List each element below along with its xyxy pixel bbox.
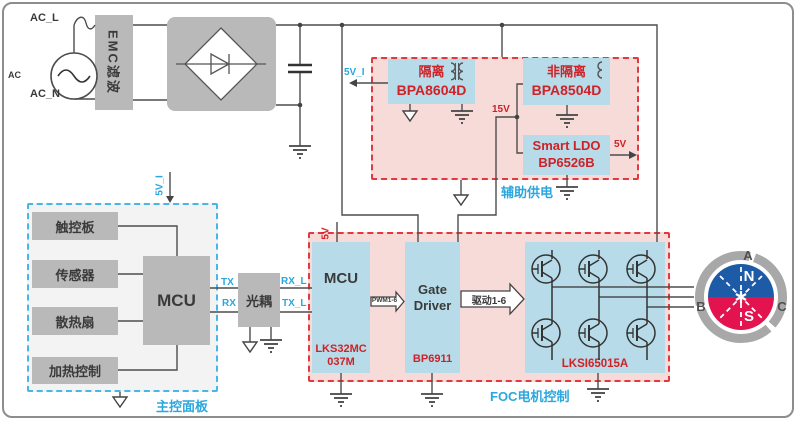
arrowheads (166, 79, 637, 203)
ac-l-label: AC_L (30, 12, 59, 24)
noniso-tag: 非隔离 (546, 63, 586, 79)
earth-ground-icon (556, 114, 578, 128)
earth-ground-icon (451, 110, 473, 124)
rx-l-label: RX_L (281, 276, 307, 287)
earth-ground-icon (421, 393, 443, 407)
phase-a-label: A (743, 248, 753, 263)
gate-driver-name2: Driver (413, 297, 452, 313)
aux-15v-label: 15V (492, 104, 510, 115)
gate-driver-part: BP6911 (412, 353, 453, 366)
tx-label: TX (221, 277, 234, 288)
foc-mcu-part2: 037M (327, 356, 355, 369)
aux-5vi-label: 5V_I (344, 67, 365, 78)
signal-ground-icon (111, 396, 129, 409)
foc-region-title: FOC电机控制 (490, 389, 570, 404)
igbt-icon (531, 318, 561, 348)
iso-tag: 隔离 (418, 63, 445, 79)
emc-filter-label: EMC滤波 (105, 30, 121, 95)
drive-bus-label: 驱动1-6 (471, 296, 507, 307)
main-mcu-box: MCU (143, 256, 210, 345)
arrow-down-icon (166, 196, 174, 203)
chip-bp6526b: Smart LDO BP6526B (523, 135, 610, 175)
earth-ground-icon (587, 388, 609, 402)
signal-ground-icons (111, 110, 470, 409)
pwm-bus-label: PWM1-6 (371, 297, 398, 304)
rotor-center-star (735, 291, 747, 303)
chip-bpa8604d: 隔离 BPA8604D (388, 59, 475, 104)
phase-c-label: C (777, 299, 787, 314)
main-region-title: 主控面板 (156, 399, 209, 414)
rectifier-diode-icon (176, 27, 266, 101)
signal-ground-icon (401, 110, 419, 123)
peripheral-touchpad: 触控板 (32, 212, 118, 240)
inductor-icon (597, 61, 603, 79)
foc-mcu-name: MCU (323, 270, 359, 287)
iso-part: BPA8604D (396, 81, 467, 98)
transformer-icon (450, 62, 464, 81)
outer-border (2, 2, 794, 418)
ac-label: AC (8, 70, 21, 80)
arrow-right-icon (629, 151, 637, 159)
motor-icon (695, 251, 787, 343)
wires (73, 16, 694, 397)
optocoupler-box: 光耦 (238, 273, 280, 327)
stator-ring (695, 251, 787, 343)
rx-label: RX (222, 298, 236, 309)
ac-source-icon (50, 52, 98, 100)
peripheral-label: 触控板 (55, 219, 95, 235)
earth-ground-icons (260, 110, 609, 407)
junction-dots (297, 22, 520, 120)
chip-bpa8504d: 非隔离 BPA8504D (523, 58, 610, 105)
optocoupler-label: 光耦 (245, 293, 272, 309)
foc-5v-label: 5V (320, 227, 332, 240)
phase-b-label: B (696, 299, 706, 314)
igbt-icon (578, 254, 608, 284)
igbt-transistors (531, 250, 656, 360)
igbt-icon (626, 318, 656, 348)
gate-driver-name1: Gate (418, 282, 447, 297)
peripheral-label: 加热控制 (48, 364, 101, 379)
ac-n-label: AC_N (30, 88, 60, 100)
earth-ground-icon (330, 393, 352, 407)
peripheral-heater: 加热控制 (32, 357, 118, 384)
arrow-left-icon (349, 79, 357, 87)
chip-foc-mcu: MCU LKS32MC 037M (312, 242, 370, 373)
igbt-icon (626, 254, 656, 284)
peripheral-label: 散热扇 (55, 314, 95, 330)
capacitor-icon (288, 63, 312, 74)
signal-ground-icon (241, 341, 259, 354)
peripheral-label: 传感器 (55, 267, 95, 283)
pwm-arrow-icon (370, 290, 405, 313)
peripheral-fan: 散热扇 (32, 307, 118, 335)
noniso-part: BPA8504D (531, 81, 602, 98)
pole-s-label: S (743, 308, 754, 325)
ldo-name: Smart LDO (532, 138, 601, 154)
ldo-part: BP6526B (538, 155, 595, 170)
main-5vi-label: 5V_I (154, 175, 166, 196)
peripheral-sensor: 传感器 (32, 260, 118, 288)
earth-ground-icon (260, 339, 282, 353)
chip-gate-driver: Gate Driver BP6911 (405, 242, 460, 373)
igbt-part: LKSI65015A (561, 358, 629, 370)
foc-mcu-part1: LKS32MC (315, 343, 367, 355)
pole-n-label: N (743, 268, 755, 285)
earth-ground-icon (556, 186, 578, 200)
bus-arrows (370, 282, 525, 316)
fuse-icon (73, 16, 96, 30)
igbt-icon (531, 254, 561, 284)
tx-l-label: TX_L (282, 298, 307, 309)
aux-region-title: 辅助供电 (501, 185, 554, 200)
aux-5v-label: 5V (614, 139, 627, 150)
drive-arrow-icon (460, 282, 525, 316)
igbt-icon (578, 318, 608, 348)
main-mcu-label: MCU (157, 290, 196, 310)
earth-ground-icon (289, 145, 311, 159)
signal-ground-icon (452, 194, 470, 207)
emc-filter-box: EMC滤波 (95, 15, 133, 110)
